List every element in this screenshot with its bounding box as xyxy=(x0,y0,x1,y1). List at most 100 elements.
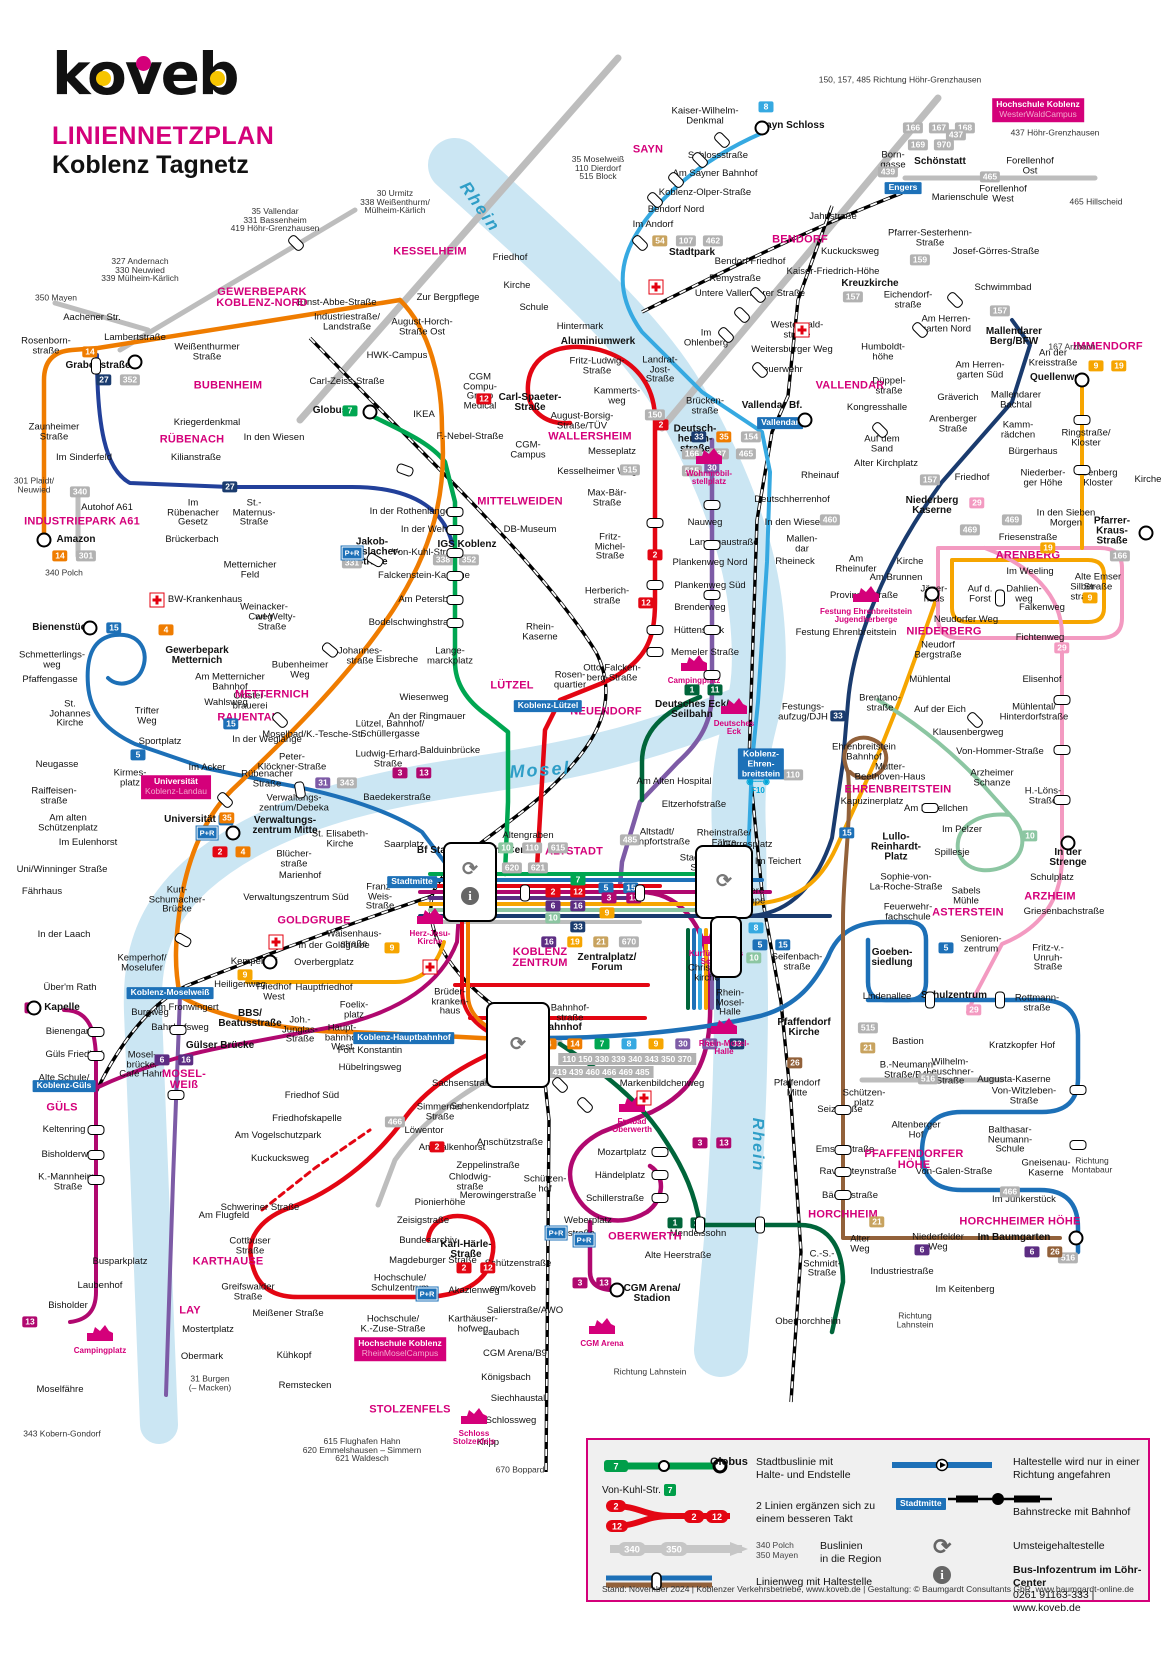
stop-marker xyxy=(167,1090,185,1100)
line-badge: 13 xyxy=(22,1316,38,1328)
stop-marker xyxy=(995,589,1005,607)
stop-marker xyxy=(520,884,530,902)
line-badge: 16 xyxy=(570,900,586,912)
line-badge: 5 xyxy=(598,882,614,894)
line-badge: 970 xyxy=(933,139,955,151)
line-badge: 439 xyxy=(877,166,899,178)
park-and-ride-icon: P+R xyxy=(415,1286,439,1302)
stop-marker xyxy=(755,1216,765,1234)
svg-text:2: 2 xyxy=(691,1512,696,1522)
legend-bahn-sample: Stadtmitte xyxy=(896,1492,1058,1510)
legend-box: 7 Von-Kuhl-Str. 7 Globus Stadtbuslinie m… xyxy=(586,1438,1150,1614)
landmark-icon xyxy=(679,655,709,676)
line-badge: 15 xyxy=(223,718,239,730)
stop-marker xyxy=(834,1190,852,1200)
line-badge: 11 xyxy=(707,684,723,696)
legend-umsteige-label: Umsteigehaltestelle xyxy=(1013,1540,1105,1552)
terminal-marker xyxy=(797,412,813,428)
line-badge: 5 xyxy=(130,749,146,761)
rail-station-badge: Koblenz-Güls xyxy=(32,1080,96,1092)
stop-marker xyxy=(921,803,939,813)
transfer-hub xyxy=(710,916,742,978)
line-badge: 8 xyxy=(748,922,764,934)
line-badge: 516 xyxy=(1057,1252,1079,1264)
line-badge: 2 xyxy=(545,886,561,898)
rail-station-badge: Vallendar xyxy=(757,417,803,429)
line-badge: 9 xyxy=(384,942,400,954)
landmark-caption: Festung Ehrenbreitstein Jugendherberge xyxy=(819,607,913,625)
legend-stadtbus-sample: 7 Von-Kuhl-Str. 7 xyxy=(602,1454,752,1497)
line-badge: 15 xyxy=(623,882,639,894)
terminal-marker xyxy=(924,586,940,602)
line-badge: 29 xyxy=(969,497,985,509)
terminal-marker xyxy=(1074,372,1090,388)
legend-umsteige-icon: ⟳ xyxy=(933,1534,952,1559)
terminal-marker xyxy=(1060,835,1076,851)
line-badge: 21 xyxy=(593,936,609,948)
terminal-marker xyxy=(1138,525,1154,541)
line-badge: 16 xyxy=(541,936,557,948)
line-badge: 469 xyxy=(959,524,981,536)
svg-text:350: 350 xyxy=(666,1545,682,1556)
logo-text: koveb xyxy=(52,40,240,108)
line-badge: 2 xyxy=(212,846,228,858)
legend-richtung-label: Haltestelle wird nur in einer Richtung a… xyxy=(1013,1456,1140,1481)
park-and-ride-icon: P+R xyxy=(544,1225,568,1241)
landmark-caption: Campingplatz xyxy=(667,676,721,685)
line-badge: 35 xyxy=(219,812,235,824)
stop-marker xyxy=(87,1027,105,1037)
railway-lines xyxy=(94,191,903,1473)
line-badge: 157 xyxy=(842,291,864,303)
park-and-ride-icon: P+R xyxy=(572,1232,596,1248)
landmark-icon xyxy=(851,586,881,607)
stop-marker xyxy=(87,1125,105,1135)
stop-marker xyxy=(446,618,464,628)
line-badge: 167 xyxy=(928,122,950,134)
transfer-icon: ⟳ xyxy=(462,859,478,880)
hospital-icon xyxy=(794,322,810,338)
line-badge: 33 xyxy=(691,431,707,443)
line-badge: 27 xyxy=(96,374,112,386)
line-badge: 31 xyxy=(315,777,331,789)
rail-station-badge: Koblenz- Ehren- breitstein xyxy=(737,748,785,780)
landmark-icon xyxy=(85,1325,115,1346)
park-and-ride-icon: P+R xyxy=(195,825,219,841)
line-badge: 29 xyxy=(1054,642,1070,654)
line-badge: 159 xyxy=(909,254,931,266)
line-badge: 462 xyxy=(702,235,724,247)
line-badge: 13 xyxy=(416,767,432,779)
line-badge: 14 xyxy=(82,346,98,358)
svg-text:340: 340 xyxy=(624,1545,640,1556)
line-badge: 15 xyxy=(775,939,791,951)
line-badge: 166 xyxy=(902,122,924,134)
line-badge: 29 xyxy=(966,1004,982,1016)
terminal-marker xyxy=(127,354,143,370)
line-badge: 15 xyxy=(106,622,122,634)
legend-line-7-badge: 7 xyxy=(663,1483,677,1496)
line-badge: 4 xyxy=(158,624,174,636)
info-icon: i xyxy=(461,887,479,905)
legend-linienweg-label: Linienweg mit Haltestelle xyxy=(756,1576,873,1588)
line-badge: 157 xyxy=(989,305,1011,317)
landmark-icon xyxy=(459,1408,489,1429)
line-badge: 2 xyxy=(653,419,669,431)
rail-station-badge: Engers xyxy=(884,182,922,194)
legend-info: Bus-Infozentrum im Löhr-Center 0261 9116… xyxy=(1013,1564,1148,1614)
line-badge: 7 xyxy=(594,1038,610,1050)
legend-takt-sample: 2 12 2 12 xyxy=(602,1498,742,1538)
line-badge: 19 xyxy=(1040,542,1056,554)
line-badge: 154 xyxy=(740,431,762,443)
line-badge: 16 xyxy=(178,1054,194,1066)
svg-text:7: 7 xyxy=(613,1462,618,1472)
line-badge: 670 xyxy=(618,936,640,948)
logo-dot-magenta-icon xyxy=(136,56,151,71)
stop-marker xyxy=(703,670,721,680)
line-badge: 516 xyxy=(917,1073,939,1085)
landmark-caption: CGM Arena xyxy=(580,1339,624,1348)
landmark-caption: Schloss Stolzenfels xyxy=(452,1429,496,1447)
line-badge: 169 xyxy=(907,139,929,151)
line-badge: 21 xyxy=(860,1042,876,1054)
